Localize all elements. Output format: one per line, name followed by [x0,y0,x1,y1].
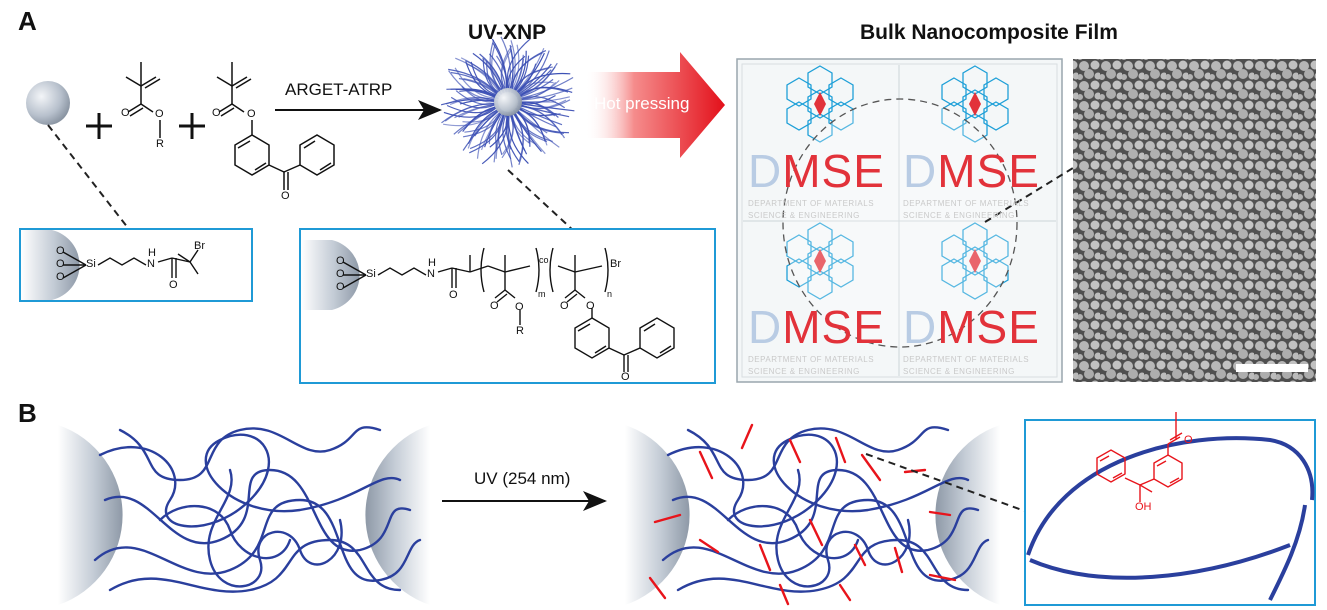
atom-label: H [148,247,156,259]
heading-bulk-film: Bulk Nanocomposite Film [860,21,1118,44]
atom-label: O [336,268,345,280]
polymer-strand [517,105,563,136]
atom-label: O [336,281,345,293]
atom-label: Br [610,258,621,270]
logo-subtitle: SCIENCE & ENGINEERING [748,367,860,376]
arget-atrp-label: ARGET-ATRP [285,80,393,99]
silica-nanoparticle [26,81,70,125]
atom-label: O [56,245,65,257]
atom-label: Br [194,240,205,252]
polymer-strand [517,87,573,101]
crosslinks [648,423,957,606]
leader-line [984,167,1074,223]
logo-subtitle: SCIENCE & ENGINEERING [903,367,1015,376]
logo-subtitle: DEPARTMENT OF MATERIALS [748,355,875,364]
film-outline [782,98,1018,348]
atom-label: O [212,107,221,119]
logo-mse: MSE [782,301,885,353]
atom-label: O [56,258,65,270]
polymer-strand [492,42,508,93]
atom-label: Si [366,268,376,280]
logo-subtitle: DEPARTMENT OF MATERIALS [748,199,875,208]
logo-d: D [903,301,938,353]
polymer-chains [93,426,422,593]
leader-line [507,169,576,233]
logo-dmse: DMSE DEPARTMENT OF MATERIALS SCIENCE & EN… [903,300,1040,378]
logo-dmse: DMSE DEPARTMENT OF MATERIALS SCIENCE & EN… [748,144,885,222]
logo-mse: MSE [937,145,1040,197]
copolymer-label: co [539,255,549,265]
atom-label: O [621,371,630,383]
uv-label: UV (254 nm) [474,469,571,488]
atom-label: R [516,325,524,337]
atom-label: H [428,257,436,269]
polymer-strand [517,96,570,103]
atom-label: Si [86,258,96,270]
polymer-strand [515,72,571,97]
polymer-strand [506,38,531,93]
hot-pressing-arrow [585,52,725,158]
atom-label: R [156,138,164,150]
atom-label: O [449,289,458,301]
polymer-strand [454,67,499,99]
crosslink-structure [1096,412,1183,502]
plus-sign [86,113,112,139]
logo-subtitle: SCIENCE & ENGINEERING [748,211,860,220]
atom-label: N [427,268,435,280]
hydroxyl-label: OH [1135,501,1152,513]
atom-label: O [121,107,130,119]
atom-label: O [336,255,345,267]
subscript-n: n [607,289,613,299]
logo-subtitle: DEPARTMENT OF MATERIALS [903,199,1030,208]
methacrylate-monomer [125,62,161,138]
atom-label: O [586,300,595,312]
polymer-strand [481,111,508,165]
atom-label: O [247,108,256,120]
atom-label: O [169,279,178,291]
logo-subtitle: SCIENCE & ENGINEERING [903,211,1015,220]
hot-pressing-label: Hot pressing [594,94,690,113]
atom-label: O [490,300,499,312]
leader-line [47,124,129,229]
panel-label-b: B [18,398,37,428]
polymer-strand [455,57,502,96]
polymer-strand [443,104,500,118]
logo-d: D [748,301,783,353]
nanoparticle-right [365,425,430,605]
atom-label: O [155,108,164,120]
panel-label-a: A [18,6,37,36]
polymer-strand [507,111,513,168]
atom-label: O [560,300,569,312]
subscript-m: m [538,289,546,299]
polymer-strand [443,106,500,127]
scale-bar [1236,364,1308,372]
nanoparticle-left [625,425,690,605]
atom-label: N [147,258,155,270]
nanoparticle-left [58,425,123,605]
logo-d: D [748,145,783,197]
polymer-strand [513,52,545,95]
logo-mse: MSE [782,145,885,197]
plus-sign [179,113,205,139]
logo-mse: MSE [937,301,1040,353]
polymer-brush-box [299,228,716,384]
logo-dmse: DMSE DEPARTMENT OF MATERIALS SCIENCE & EN… [903,144,1040,222]
atom-label: O [515,301,524,313]
benzophenone-monomer [216,62,335,190]
polymer-strand [448,70,499,100]
atom-label: O [281,190,290,202]
atom-label: O [1184,434,1193,446]
polymer-strand [512,110,542,152]
atom-label: O [56,271,65,283]
logo-dmse: DMSE DEPARTMENT OF MATERIALS SCIENCE & EN… [748,300,885,378]
logo-subtitle: DEPARTMENT OF MATERIALS [903,355,1030,364]
leader-line [865,453,1051,521]
nanoparticle-right [935,425,1000,605]
heading-uv-xnp: UV-XNP [468,21,547,44]
polymer-strand [514,108,560,148]
logo-d: D [903,145,938,197]
